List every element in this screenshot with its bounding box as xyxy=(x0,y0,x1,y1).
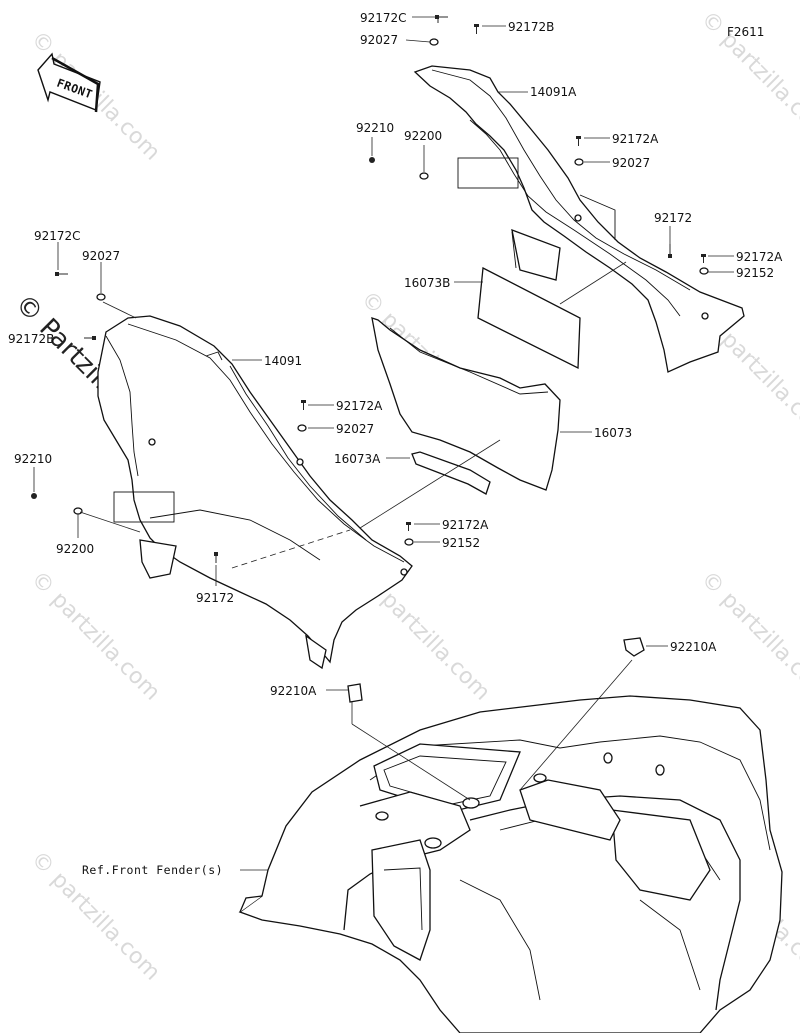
callout-16073: 16073 xyxy=(594,426,632,440)
bolt-icon xyxy=(474,24,479,34)
callout-92172: 92172 xyxy=(654,211,692,225)
bolt-icon xyxy=(701,254,706,263)
callout-92210: 92210 xyxy=(356,121,394,135)
bolt-icon xyxy=(435,15,448,23)
washer-icon xyxy=(96,293,106,301)
clip-icon xyxy=(347,683,363,703)
callout-92172a: 92172A xyxy=(612,132,659,146)
callout-92172c: 92172C xyxy=(360,11,407,25)
washer-icon xyxy=(419,172,429,180)
watermark-text: © partzilla.com xyxy=(26,567,165,706)
washer-icon xyxy=(73,507,83,515)
diagram-code: F2611 xyxy=(727,25,764,39)
watermark-text: © partzilla.com xyxy=(696,567,800,706)
callout-92152: 92152 xyxy=(442,536,480,550)
callout-92210a: 92210A xyxy=(270,684,317,698)
side-cover-14091 xyxy=(97,315,413,670)
washer-icon xyxy=(429,38,439,46)
bolt-icon xyxy=(406,522,411,531)
ref-front-fender-label: Ref.Front Fender(s) xyxy=(82,863,223,877)
callout-16073b: 16073B xyxy=(404,276,450,290)
callout-92152: 92152 xyxy=(736,266,774,280)
washer-icon xyxy=(297,424,307,432)
callout-92200: 92200 xyxy=(404,129,442,143)
clip-icon xyxy=(623,637,645,657)
callout-92027: 92027 xyxy=(82,249,120,263)
callout-92027: 92027 xyxy=(612,156,650,170)
washer-icon xyxy=(404,538,414,546)
washer-icon xyxy=(699,267,709,275)
callout-14091a: 14091A xyxy=(530,85,577,99)
bolt-icon xyxy=(301,400,306,410)
callout-92172b: 92172B xyxy=(8,332,54,346)
side-cover-14091a xyxy=(413,65,745,373)
panel-16073b xyxy=(477,266,581,370)
callout-labels: 92172C 92172B 92027 14091A 92210 92200 9… xyxy=(8,11,783,877)
callout-92172a: 92172A xyxy=(442,518,489,532)
leader-lines xyxy=(33,16,734,871)
washer-icon xyxy=(574,158,584,166)
bolt-icon xyxy=(214,552,218,563)
front-fender xyxy=(238,695,783,1033)
nut-icon xyxy=(31,493,37,499)
panel-16073-edge xyxy=(389,327,549,395)
callout-92172c: 92172C xyxy=(34,229,81,243)
callout-92027: 92027 xyxy=(360,33,398,47)
callout-92172a: 92172A xyxy=(736,250,783,264)
callout-92210a: 92210A xyxy=(670,640,717,654)
callout-92027: 92027 xyxy=(336,422,374,436)
callout-92200: 92200 xyxy=(56,542,94,556)
callout-92210: 92210 xyxy=(14,452,52,466)
bolt-icon xyxy=(668,244,672,258)
bolt-icon xyxy=(84,336,96,340)
nut-icon xyxy=(369,157,375,163)
callout-14091: 14091 xyxy=(264,354,302,368)
strip-16073a xyxy=(411,451,491,495)
front-arrow-icon: FRONT xyxy=(37,52,101,113)
callout-92172: 92172 xyxy=(196,591,234,605)
bolt-icon xyxy=(55,272,68,276)
callout-16073a: 16073A xyxy=(334,452,381,466)
panel-16073 xyxy=(371,317,561,491)
hardware xyxy=(31,15,709,703)
bolt-icon xyxy=(576,136,581,146)
callout-92172a: 92172A xyxy=(336,399,383,413)
callout-92172b: 92172B xyxy=(508,20,554,34)
